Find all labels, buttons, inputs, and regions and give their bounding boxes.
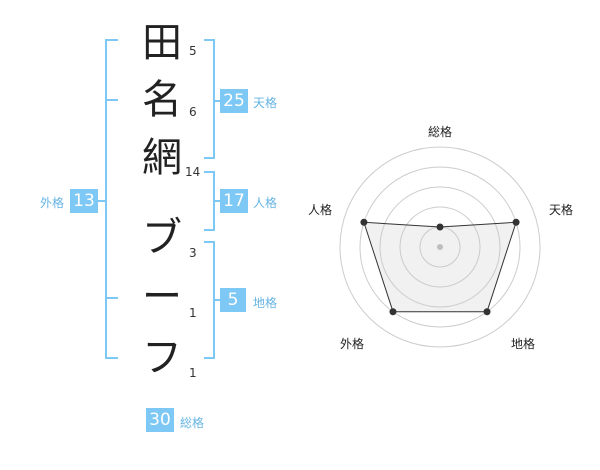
radar-ring-5 — [339, 146, 541, 348]
radar-ring-4 — [359, 166, 521, 328]
radar-label-tenkaku: 天格 — [549, 203, 574, 217]
name-char-1: 田 — [142, 20, 182, 66]
radar-area — [363, 221, 517, 313]
radar-label-soukaku: 総格 — [428, 125, 453, 139]
name-char-6: フ — [142, 335, 182, 381]
radar-point-4 — [389, 308, 397, 316]
chikaku-value-badge: 5 — [220, 288, 246, 312]
gaikaku-label: 外格 — [40, 196, 65, 210]
name-char-3: 網 — [142, 135, 182, 181]
radar-grid — [339, 146, 541, 348]
name-char-5: ー — [142, 274, 182, 320]
radar-ring-2 — [399, 206, 481, 288]
soukaku-value-badge: 30 — [146, 408, 174, 432]
radar-point-2 — [512, 218, 520, 226]
radar-label-gaikaku: 外格 — [340, 337, 365, 351]
radar-label-jinkaku: 人格 — [308, 203, 333, 217]
stroke-count-5: 1 — [189, 306, 197, 320]
radar-points — [360, 218, 520, 316]
stroke-count-3: 14 — [185, 165, 201, 179]
stroke-count-4: 3 — [189, 246, 197, 260]
stroke-count-2: 6 — [189, 105, 197, 119]
radar-point-1 — [436, 223, 444, 231]
radar-point-5 — [360, 218, 368, 226]
jinkaku-value-badge: 17 — [220, 189, 248, 213]
stroke-count-1: 5 — [189, 44, 197, 58]
tenkaku-label: 天格 — [253, 96, 278, 110]
radar-label-chikaku: 地格 — [511, 337, 536, 351]
name-char-4: ブ — [142, 215, 182, 261]
radar-point-3 — [483, 308, 491, 316]
chikaku-label: 地格 — [253, 296, 278, 310]
tenkaku-value-badge: 25 — [220, 89, 248, 113]
gaikaku-bracket — [105, 39, 118, 359]
radar-center-dot — [437, 244, 443, 250]
radar-ring-3 — [379, 186, 501, 308]
jinkaku-label: 人格 — [253, 196, 278, 210]
stroke-count-6: 1 — [189, 366, 197, 380]
name-char-2: 名 — [142, 77, 182, 123]
soukaku-label: 総格 — [180, 416, 205, 430]
tenkaku-bracket — [204, 39, 215, 159]
gaikaku-value-badge: 13 — [70, 189, 98, 213]
